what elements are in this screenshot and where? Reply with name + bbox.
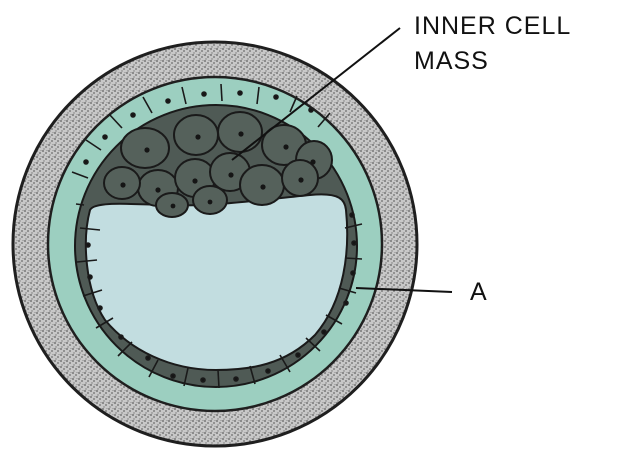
icm-cell (121, 128, 169, 168)
label-a: A (470, 276, 488, 308)
icm-cell (174, 115, 218, 155)
inner-cell-mass-label-line1: INNER CELL (414, 10, 571, 42)
inner-cell-mass-label-line2: MASS (414, 45, 489, 77)
